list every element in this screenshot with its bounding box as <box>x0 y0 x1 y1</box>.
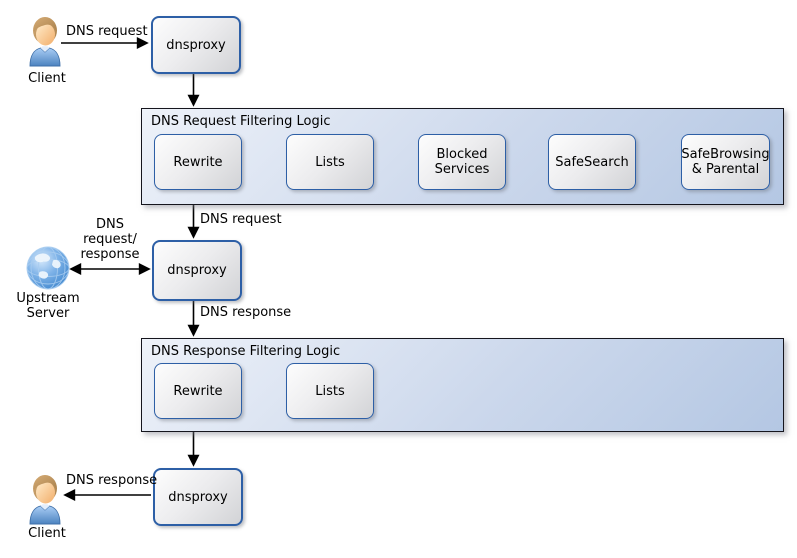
upstream-server-label: Upstream Server <box>16 291 80 321</box>
label-dns-response-bottom: DNS response <box>66 473 158 488</box>
step-lists: Lists <box>286 134 374 190</box>
step-lists-response: Lists <box>286 363 374 419</box>
step-safesearch: SafeSearch <box>548 134 636 190</box>
step-blocked-services: Blocked Services <box>418 134 506 190</box>
response-filtering-container: DNS Response Filtering Logic Rewrite Lis… <box>141 338 784 432</box>
label-dns-request-top: DNS request <box>66 24 148 39</box>
label-dns-exchange: DNS request/ response <box>80 217 140 262</box>
step-rewrite: Rewrite <box>154 134 242 190</box>
dnsproxy-top-node: dnsproxy <box>151 16 241 74</box>
client-bottom-label: Client <box>28 526 66 541</box>
globe-icon <box>26 246 70 290</box>
request-filtering-title: DNS Request Filtering Logic <box>151 114 331 129</box>
step-safebrowsing-parental: SafeBrowsing & Parental <box>681 134 770 190</box>
label-dns-response-mid: DNS response <box>200 305 292 320</box>
response-filtering-title: DNS Response Filtering Logic <box>151 344 341 359</box>
dnsproxy-middle-node: dnsproxy <box>152 240 242 301</box>
dnsproxy-bottom-node: dnsproxy <box>153 468 243 526</box>
client-person-icon <box>29 17 61 67</box>
client-top-label: Client <box>28 71 66 86</box>
label-dns-request-mid: DNS request <box>200 212 282 227</box>
step-rewrite-response: Rewrite <box>154 363 242 419</box>
request-filtering-container: DNS Request Filtering Logic Rewrite List… <box>141 108 784 205</box>
client-person-icon <box>29 475 61 525</box>
